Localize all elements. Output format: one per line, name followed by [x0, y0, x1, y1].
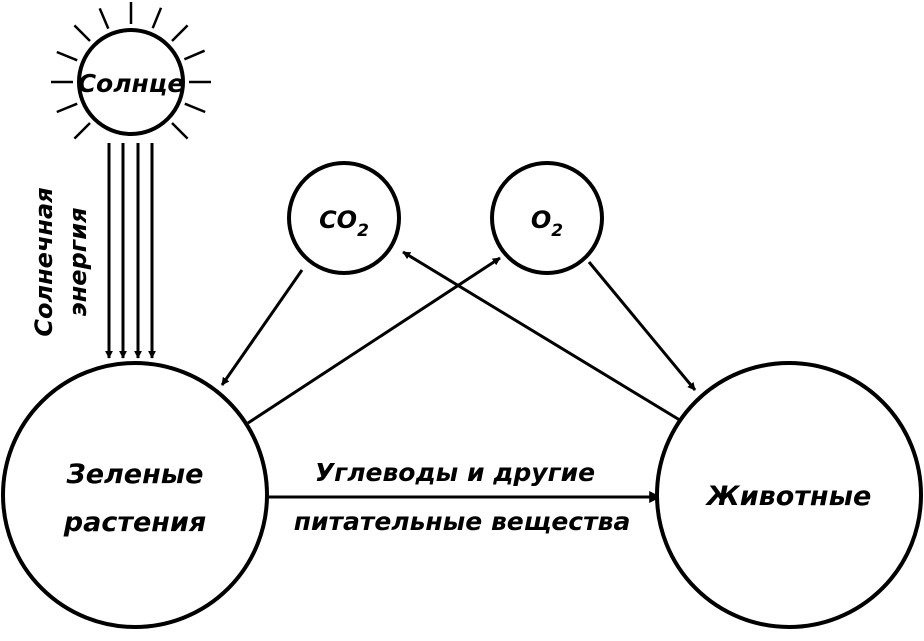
- sun-ray-11: [171, 122, 189, 140]
- sun-circle: [77, 28, 185, 136]
- solar-energy-line-2: энергия: [64, 207, 92, 316]
- sun-ray-6: [151, 7, 163, 29]
- o2-circle: [490, 161, 604, 275]
- nutrients-label: Углеводы и другие питательные вещества: [294, 458, 631, 536]
- sun-ray-3: [73, 24, 91, 42]
- sun-ray-4: [98, 7, 110, 30]
- o2-node: O2: [490, 161, 604, 275]
- nutrients-label-line-1: Углеводы и другие: [315, 458, 595, 487]
- sun-rays: [51, 2, 211, 140]
- o2-to-animals-arrow: [587, 261, 697, 391]
- sun-ray-10: [184, 102, 206, 114]
- solar-energy-label: Солнечная энергия: [30, 187, 92, 336]
- plants-circle: [1, 361, 269, 629]
- plants-label-line-2: растения: [63, 507, 206, 538]
- animals-to-co2-arrow: [402, 250, 684, 424]
- sun-ray-13: [56, 102, 78, 114]
- co2-label: CO2: [319, 206, 369, 241]
- sun-ray-12: [73, 122, 91, 140]
- solar-energy-arrows: [105, 143, 156, 359]
- animals-circle: [655, 361, 923, 629]
- sun-ray-8: [183, 49, 206, 61]
- co2-circle: [287, 161, 401, 275]
- plants-label-line-1: Зеленые: [66, 459, 204, 490]
- sun-ray-7: [171, 24, 189, 42]
- animals-label: Животные: [705, 481, 872, 512]
- co2-to-plants-arrow: [220, 269, 304, 386]
- sun-ray-2: [56, 50, 78, 62]
- plants-node: Зеленые растения: [1, 361, 269, 629]
- o2-label: O2: [531, 206, 563, 241]
- solar-energy-line-1: Солнечная: [30, 187, 58, 336]
- nutrients-label-line-2: питательные вещества: [294, 507, 631, 536]
- plants-to-o2-arrow: [247, 256, 501, 425]
- sun-label: Солнце: [78, 69, 185, 98]
- sun-node: Солнце: [77, 28, 185, 136]
- co2-node: CO2: [287, 161, 401, 275]
- animals-node: Животные: [655, 361, 923, 629]
